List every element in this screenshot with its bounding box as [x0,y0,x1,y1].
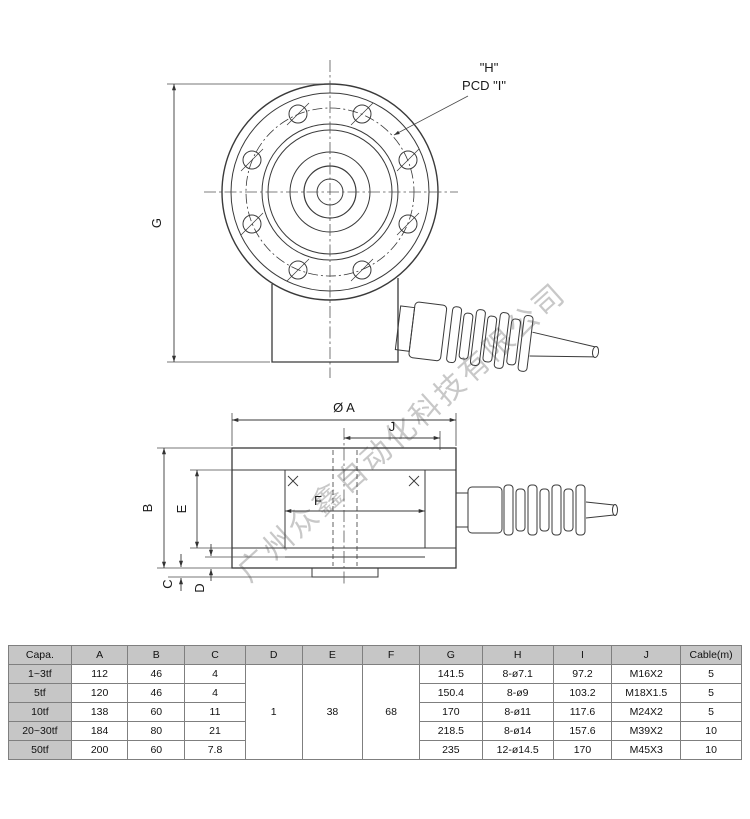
dim-F: F [285,493,425,514]
table-cell: 103.2 [552,683,613,703]
table-cell: 138 [70,702,129,722]
technical-drawing: "H" PCD "I" G [140,60,618,593]
table-cell: 8-ø9 [481,683,554,703]
hidden-lines [332,450,358,566]
table-cell: 60 [127,702,186,722]
table-cell: M45X3 [611,740,682,760]
pcd-i-label: PCD "I" [462,78,506,93]
column-header: A [70,645,129,665]
dim-D: D [192,544,285,593]
centerlines-top [204,60,458,378]
table-cell: 60 [127,740,186,760]
e-dim-label: E [174,504,189,513]
table-cell: 8-ø7.1 [481,664,554,684]
dim-E: E [174,469,232,549]
table-cell: 7.8 [184,740,246,760]
table-cell: 157.6 [552,721,613,741]
table-cell: 20~30tf [8,721,72,741]
table-cell: 97.2 [552,664,613,684]
screw-marks [287,475,420,487]
table-cell: 21 [184,721,246,741]
d-dim-label: D [192,583,207,592]
table-cell: M16X2 [611,664,682,684]
dim-G: G [149,83,324,363]
table-cell: 10 [680,740,742,760]
table-cell: 1 [244,664,303,760]
column-header: I [552,645,613,665]
column-header: Cable(m) [680,645,742,665]
table-cell: 112 [70,664,129,684]
table-cell: 184 [70,721,129,741]
f-dim-label: F [314,493,322,508]
table-cell: 218.5 [418,721,483,741]
table-cell: 8-ø11 [481,702,554,722]
top-view: "H" PCD "I" G [149,60,600,378]
table-cell: 117.6 [552,702,613,722]
table-cell: 46 [127,683,186,703]
dim-dia-A: Ø A [231,400,457,446]
cable-assembly-side [455,484,618,536]
column-header: E [301,645,364,665]
column-header: Capa. [8,645,72,665]
table-cell: 10 [680,721,742,741]
bolt-holes [240,102,420,282]
column-header: D [244,645,303,665]
j-dim-label: J [389,419,396,434]
table-cell: 5 [680,664,742,684]
table-cell: 150.4 [418,683,483,703]
table-cell: 38 [301,664,364,760]
column-header: J [611,645,682,665]
table-cell: 50tf [8,740,72,760]
table-cell: M24X2 [611,702,682,722]
body-outline-top [271,278,399,363]
table-cell: M39X2 [611,721,682,741]
column-header: H [481,645,554,665]
dim-C: C [160,554,312,591]
dim-B: B [140,447,232,569]
table-cell: 1~3tf [8,664,72,684]
g-dim-label: G [149,218,164,228]
table-cell: 68 [362,664,420,760]
table-cell: 10tf [8,702,72,722]
table-cell: 200 [70,740,129,760]
column-header: G [418,645,483,665]
c-dim-label: C [160,579,175,588]
table-cell: 8-ø14 [481,721,554,741]
h-label: "H" [480,60,499,75]
column-header: C [184,645,246,665]
table-cell: 12-ø14.5 [481,740,554,760]
dim-J: J [344,419,441,450]
b-dim-label: B [140,504,155,513]
table-cell: M18X1.5 [611,683,682,703]
column-header: F [362,645,420,665]
cable-assembly-top [394,301,600,372]
table-cell: 46 [127,664,186,684]
table-cell: 170 [552,740,613,760]
bottom-button [311,567,379,578]
table-cell: 141.5 [418,664,483,684]
table-cell: 5 [680,683,742,703]
table-cell: 5tf [8,683,72,703]
table-cell: 235 [418,740,483,760]
dia-a-dim-label: Ø A [333,400,355,415]
side-view: Ø A J F B E [140,400,618,593]
table-cell: 11 [184,702,246,722]
table-cell: 120 [70,683,129,703]
table-cell: 4 [184,683,246,703]
pcd-callout: "H" PCD "I" [393,60,506,136]
table-cell: 4 [184,664,246,684]
table-cell: 170 [418,702,483,722]
table-cell: 80 [127,721,186,741]
column-header: B [127,645,186,665]
table-cell: 5 [680,702,742,722]
